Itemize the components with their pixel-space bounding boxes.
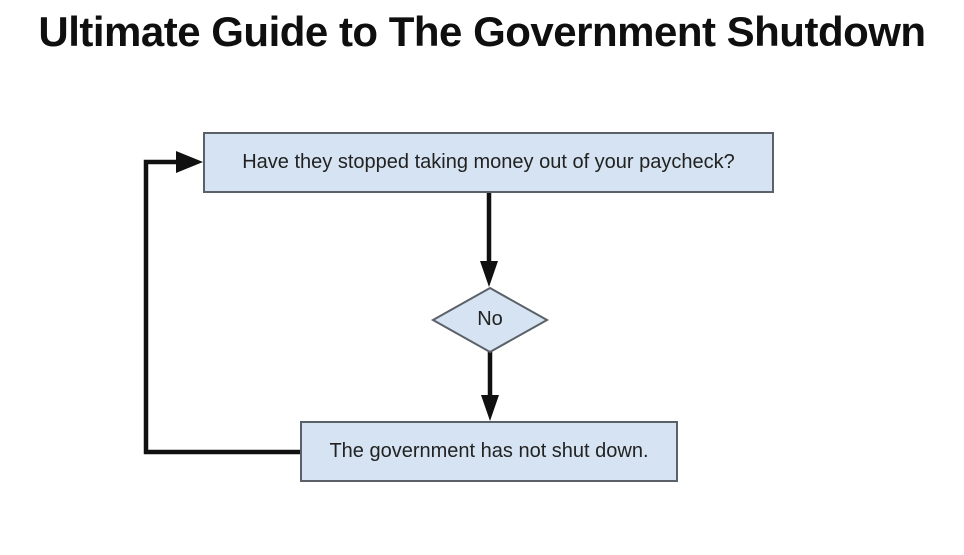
node-decision-label: No bbox=[477, 308, 503, 330]
node-decision-diamond bbox=[430, 286, 550, 354]
arrow-right-icon bbox=[176, 151, 203, 173]
node-result-label: The government has not shut down. bbox=[329, 440, 649, 462]
arrow-down-icon bbox=[481, 395, 499, 421]
node-result-box: The government has not shut down. bbox=[300, 421, 678, 482]
arrow-down-icon bbox=[480, 261, 498, 287]
node-question-box: Have they stopped taking money out of yo… bbox=[203, 132, 774, 193]
page-title: Ultimate Guide to The Government Shutdow… bbox=[38, 8, 926, 55]
arrow-loop-back-line bbox=[143, 159, 302, 455]
node-question-label: Have they stopped taking money out of yo… bbox=[242, 151, 735, 173]
